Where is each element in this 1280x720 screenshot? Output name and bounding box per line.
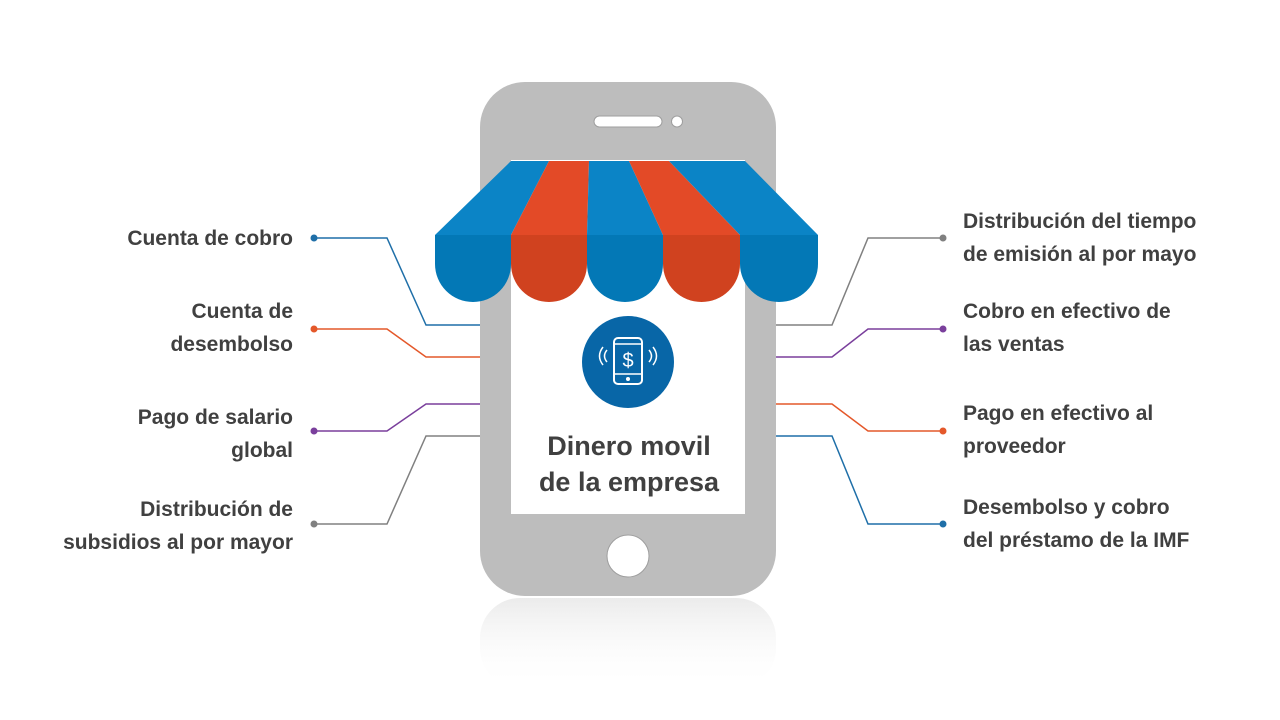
right-label-1-line2: de emisión al por mayo bbox=[963, 238, 1196, 271]
phone-speaker bbox=[594, 116, 662, 127]
mobile-money-icon: $ bbox=[582, 316, 674, 408]
left-label-3-line2: global bbox=[138, 434, 293, 467]
right-connector-2 bbox=[776, 326, 947, 358]
left-label-4-line2: subsidios al por mayor bbox=[63, 526, 293, 559]
left-connector-2 bbox=[311, 326, 481, 358]
right-connector-4 bbox=[776, 436, 947, 528]
center-title: Dinero movil de la empresa bbox=[512, 428, 746, 500]
right-label-3-line2: proveedor bbox=[963, 430, 1153, 463]
right-label-2-line1: Cobro en efectivo de bbox=[963, 295, 1171, 328]
right-label-3-line1: Pago en efectivo al bbox=[963, 397, 1153, 430]
left-label-3: Pago de salario global bbox=[138, 401, 293, 467]
phone-camera bbox=[672, 116, 683, 127]
right-label-4-line1: Desembolso y cobro bbox=[963, 491, 1189, 524]
awning bbox=[435, 161, 818, 302]
phone-reflection bbox=[480, 598, 776, 688]
left-connector-4 bbox=[311, 436, 481, 528]
right-label-4: Desembolso y cobro del préstamo de la IM… bbox=[963, 491, 1189, 557]
left-label-1-line1: Cuenta de cobro bbox=[127, 222, 293, 255]
right-connector-3 bbox=[776, 404, 947, 435]
left-label-4-line1: Distribución de bbox=[63, 493, 293, 526]
left-label-3-line1: Pago de salario bbox=[138, 401, 293, 434]
center-title-line1: Dinero movil bbox=[512, 428, 746, 464]
svg-text:$: $ bbox=[622, 350, 633, 372]
right-label-3: Pago en efectivo al proveedor bbox=[963, 397, 1153, 463]
left-connector-3 bbox=[311, 404, 481, 435]
left-label-2-line1: Cuenta de bbox=[170, 295, 293, 328]
center-title-line2: de la empresa bbox=[512, 464, 746, 500]
phone-home-button[interactable] bbox=[607, 535, 649, 577]
right-label-2: Cobro en efectivo de las ventas bbox=[963, 295, 1171, 361]
right-label-1: Distribución del tiempo de emisión al po… bbox=[963, 205, 1196, 271]
left-label-4: Distribución de subsidios al por mayor bbox=[63, 493, 293, 559]
right-label-1-line1: Distribución del tiempo bbox=[963, 205, 1196, 238]
left-label-2: Cuenta de desembolso bbox=[170, 295, 293, 361]
right-label-2-line2: las ventas bbox=[963, 328, 1171, 361]
left-label-1: Cuenta de cobro bbox=[127, 222, 293, 255]
right-label-4-line2: del préstamo de la IMF bbox=[963, 524, 1189, 557]
left-label-2-line2: desembolso bbox=[170, 328, 293, 361]
